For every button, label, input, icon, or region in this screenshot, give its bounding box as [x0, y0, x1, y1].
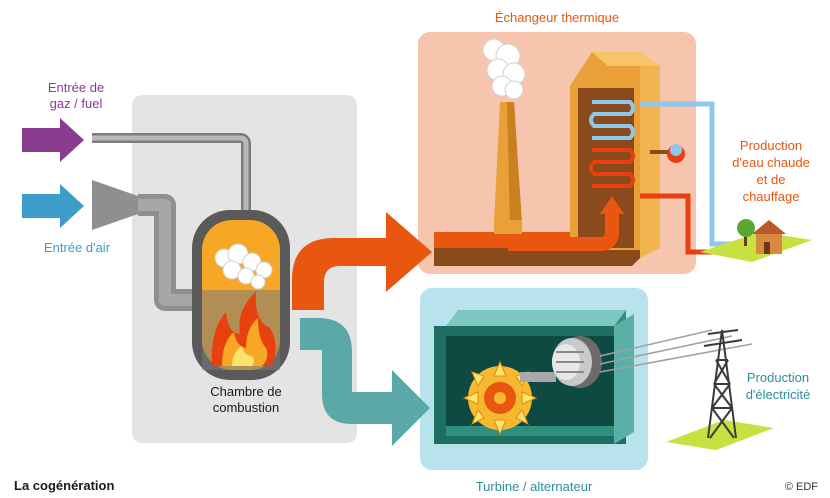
chimney-icon — [494, 102, 522, 234]
gas-pipe — [92, 133, 251, 215]
air-input-label: Entrée d'air — [44, 240, 111, 255]
heat-exchanger-label: Échangeur thermique — [495, 10, 619, 25]
flame-icon — [211, 292, 276, 366]
steam-icon — [482, 38, 526, 100]
turbine-label: Turbine / alternateur — [476, 479, 593, 494]
caption: La cogénération — [14, 478, 114, 493]
combustion-chamber — [192, 210, 290, 380]
exhaust-flow-arrow — [292, 212, 432, 310]
air-input-arrow — [22, 184, 84, 228]
hot-water-label-line1: Production — [740, 138, 802, 153]
turbine-wheel-icon — [462, 360, 538, 436]
gas-input-label-line2: gaz / fuel — [50, 96, 103, 111]
hot-water-label-line3: et de — [757, 172, 786, 187]
generator-icon — [520, 336, 602, 388]
air-duct — [92, 180, 205, 311]
electricity-label-line1: Production — [747, 370, 809, 385]
pylon-icon — [666, 329, 774, 450]
turbine-unit — [434, 310, 753, 444]
gas-input-label-line1: Entrée de — [48, 80, 104, 95]
heating-coil-icon — [589, 100, 635, 188]
tree-icon — [737, 219, 755, 246]
credit: © EDF — [785, 481, 818, 493]
hot-water-label-line2: d'eau chaude — [732, 155, 810, 170]
house-icon — [700, 220, 812, 262]
steam-icon — [214, 243, 273, 290]
combustion-label-line2: combustion — [213, 400, 279, 415]
gas-input-arrow — [22, 118, 84, 162]
electricity-label-line2: d'électricité — [746, 387, 811, 402]
hot-water-label-line4: chauffage — [743, 189, 800, 204]
turbine-flow-arrow — [300, 318, 430, 446]
combustion-label-line1: Chambre de — [210, 384, 282, 399]
